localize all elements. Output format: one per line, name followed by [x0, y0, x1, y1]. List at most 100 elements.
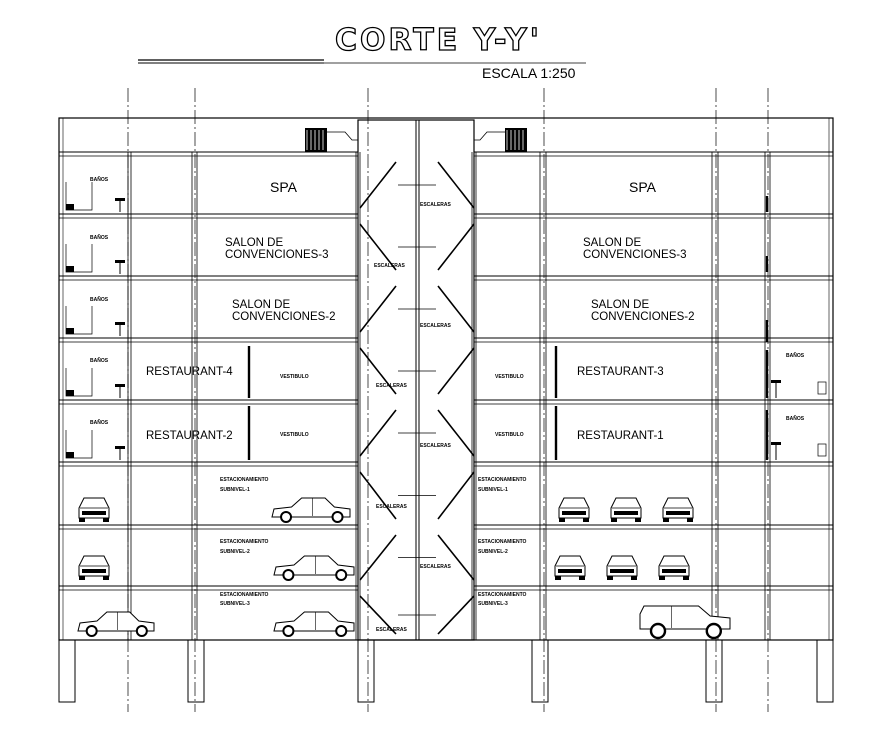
drawing-title: CORTE Y-Y'	[335, 23, 542, 58]
toilet	[817, 381, 827, 395]
sink	[115, 322, 125, 325]
car-front-view	[78, 555, 110, 580]
sink	[115, 384, 125, 387]
car-wheel	[663, 518, 669, 522]
restroom-label: BAÑOS	[786, 415, 805, 422]
car-wheel	[555, 576, 561, 580]
toilet	[66, 266, 74, 272]
parking-label: ESTACIONAMIENTO	[478, 539, 527, 545]
car-side-view	[273, 611, 355, 637]
sink	[771, 380, 781, 383]
room-label: CONVENCIONES-2	[232, 311, 336, 323]
car-grille	[662, 569, 686, 573]
stair-label: ESCALERAS	[420, 202, 452, 208]
foundation-pier	[187, 639, 205, 703]
car-grille	[610, 569, 634, 573]
restroom-label: BAÑOS	[90, 296, 109, 303]
car-wheel	[103, 518, 109, 522]
roof-unit	[505, 128, 527, 152]
stair-flight	[437, 347, 475, 395]
foundation-pier	[816, 639, 834, 703]
room-label: CONVENCIONES-3	[225, 249, 329, 261]
stair-flight	[359, 595, 397, 635]
stair-flight	[437, 534, 475, 581]
car-wheel	[683, 576, 689, 580]
car-wheel	[635, 518, 641, 522]
restroom-label: BAÑOS	[786, 352, 805, 359]
car-grille	[82, 569, 106, 573]
car-front-view	[554, 555, 586, 580]
car-wheel	[331, 511, 344, 523]
restroom-label: BAÑOS	[90, 176, 109, 183]
parking-label: ESTACIONAMIENTO	[220, 539, 269, 545]
car-front-view	[662, 497, 694, 522]
car-wheel	[705, 622, 722, 640]
room-label: SALON DE	[232, 299, 290, 311]
roof-parapet	[327, 131, 358, 141]
scale-label: ESCALA 1:250	[482, 65, 576, 81]
roof-parapet	[474, 131, 505, 141]
car-body	[77, 611, 155, 632]
parking-label: SUBNIVEL-2	[478, 549, 508, 555]
building-frame	[58, 117, 834, 641]
parking-label: SUBNIVEL-3	[478, 601, 508, 607]
stair-flight	[359, 471, 397, 520]
toilet	[66, 204, 74, 210]
stair-flight	[359, 347, 397, 395]
car-wheel	[579, 576, 585, 580]
foundation-pier	[58, 639, 76, 703]
roof-equipment	[305, 128, 527, 152]
toilet	[66, 390, 74, 396]
restroom-wall	[65, 368, 93, 397]
restroom-wall	[65, 306, 93, 335]
car-grille	[562, 511, 586, 515]
car-grille	[666, 511, 690, 515]
car-grille	[614, 511, 638, 515]
sink	[771, 442, 781, 445]
car-body	[639, 605, 731, 630]
foundation-pier	[705, 639, 723, 703]
room-label: CONVENCIONES-3	[583, 249, 687, 261]
stair-flight	[359, 534, 397, 581]
car-wheel	[607, 576, 613, 580]
car-wheel	[335, 625, 348, 637]
parked-cars	[77, 497, 731, 640]
car-wheel	[85, 625, 98, 637]
car-body	[271, 497, 351, 518]
stair-flight	[437, 595, 475, 635]
car-wheel	[282, 625, 295, 637]
car-wheel	[659, 576, 665, 580]
car-front-view	[610, 497, 642, 522]
room-label: RESTAURANT-1	[577, 430, 664, 442]
car-wheel	[649, 622, 667, 640]
lobby-label: VESTIBULO	[495, 432, 524, 438]
car-body	[273, 611, 355, 632]
lobby-label: VESTIBULO	[495, 374, 524, 380]
stair-label: ESCALERAS	[376, 383, 408, 389]
lobby-label: VESTIBULO	[280, 432, 309, 438]
stair-label: ESCALERAS	[420, 564, 452, 570]
car-side-view	[639, 605, 731, 640]
restroom-label: BAÑOS	[90, 419, 109, 426]
stair-flight	[437, 161, 475, 209]
lobby-label: VESTIBULO	[280, 374, 309, 380]
car-wheel	[611, 518, 617, 522]
car-wheel	[280, 511, 293, 523]
room-label: SALON DE	[591, 299, 649, 311]
room-label: SPA	[629, 179, 657, 195]
stair-label: ESCALERAS	[420, 323, 452, 329]
room-label: SALON DE	[583, 237, 641, 249]
stair-flight	[437, 409, 475, 457]
parking-label: SUBNIVEL-1	[478, 487, 508, 493]
stair-flight	[359, 161, 397, 209]
parking-label: SUBNIVEL-2	[220, 549, 250, 555]
car-grille	[558, 569, 582, 573]
partition-walls	[247, 196, 769, 460]
stair-flights	[359, 161, 475, 635]
car-front-view	[78, 497, 110, 522]
car-wheel	[559, 518, 565, 522]
toilet	[66, 328, 74, 334]
room-label: SALON DE	[225, 237, 283, 249]
room-label: RESTAURANT-4	[146, 366, 233, 378]
car-wheel	[79, 576, 85, 580]
